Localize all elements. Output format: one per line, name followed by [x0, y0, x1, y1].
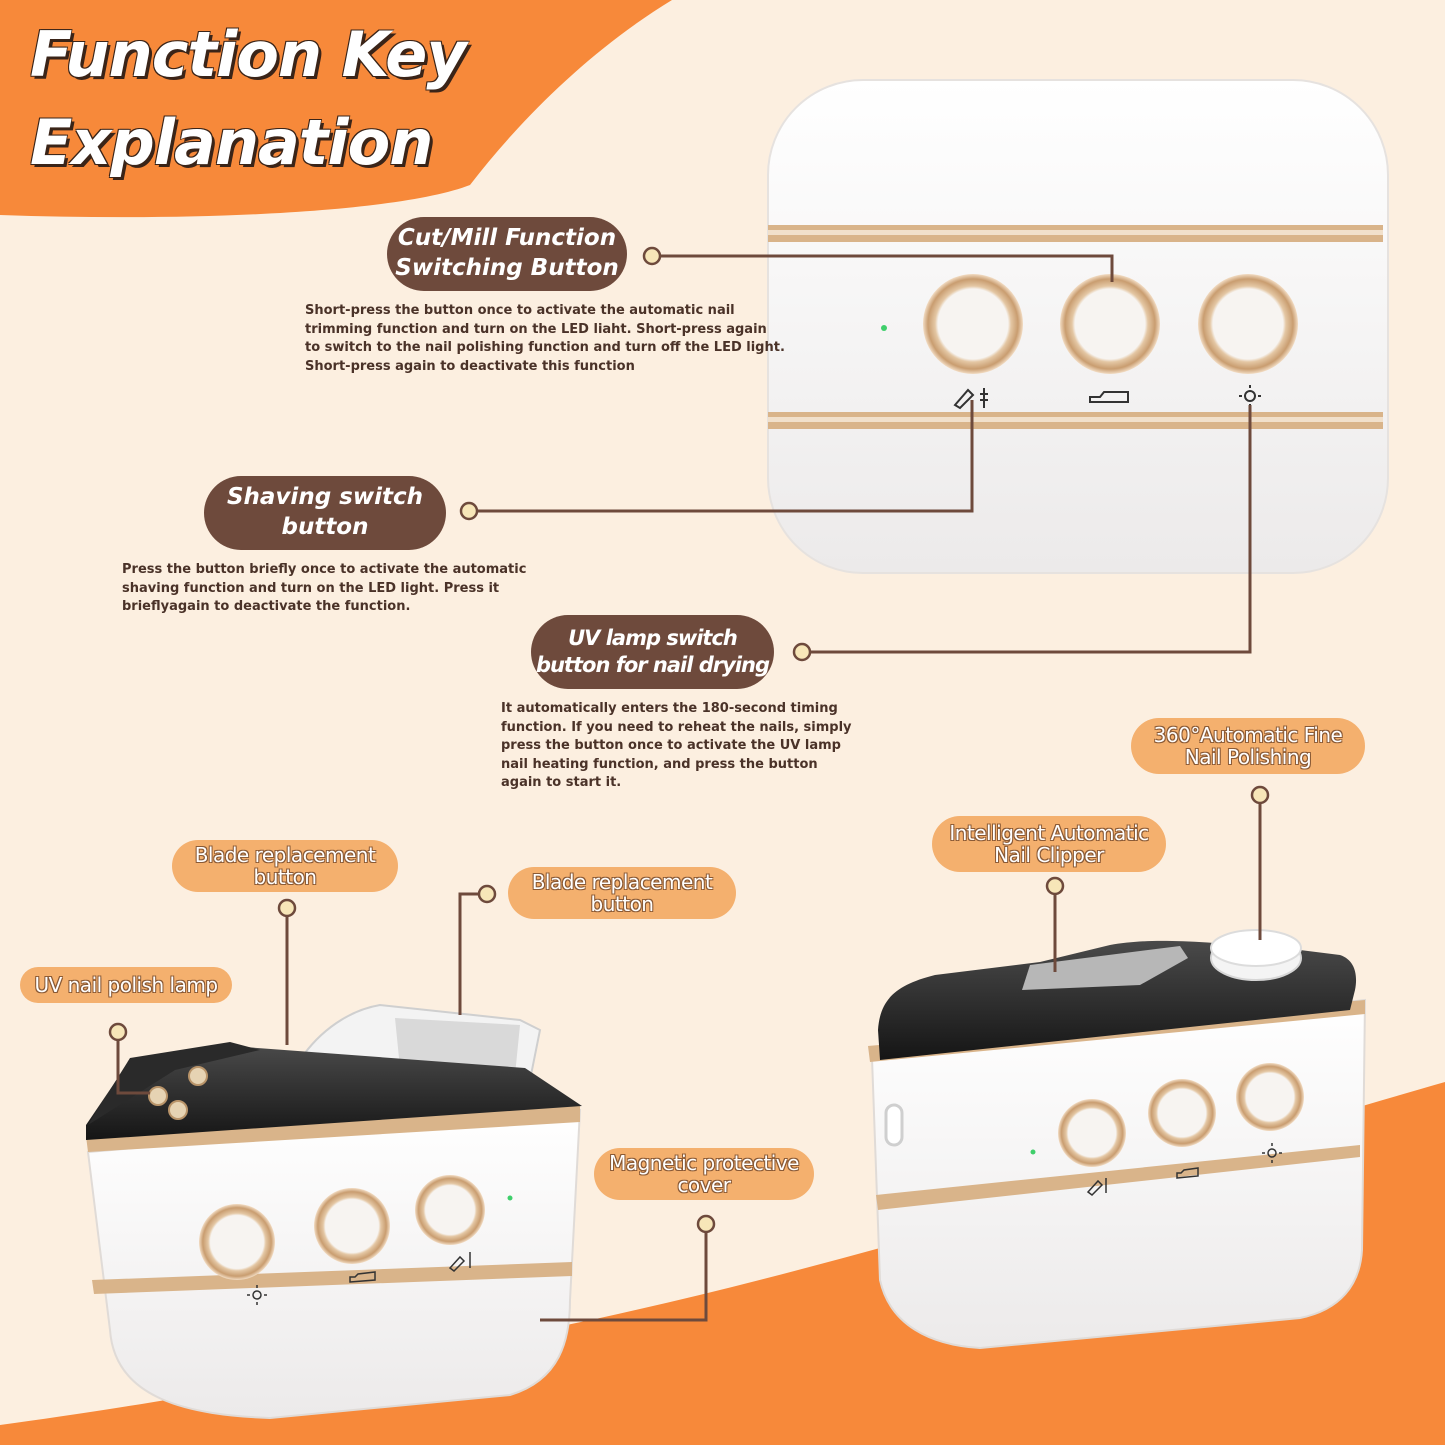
uv-switch-callout: UV lamp switch button for nail drying [531, 615, 774, 689]
shaving-callout: Shaving switch button [204, 476, 446, 550]
corner-banner [0, 0, 672, 218]
desc-line: Short-press again to deactivate this fun… [305, 358, 635, 374]
desc-line: again to start it. [501, 775, 622, 790]
shaving-description: Press the button briefly once to activat… [122, 561, 526, 617]
tag-line: Magnetic protective [609, 1151, 799, 1175]
cut-mill-line-2: Switching Button [395, 255, 619, 281]
cut-mill-description: Short-press the button once to activate … [305, 302, 785, 376]
tag-line: Nail Polishing [1184, 745, 1312, 769]
tag-line: 360°Automatic Fine [1153, 723, 1343, 747]
leader-lines-bottom [116, 803, 1262, 1322]
tag-line: cover [677, 1173, 731, 1197]
cut-mill-line-1: Cut/Mill Function [397, 225, 617, 252]
uv-switch-line-2: button for nail drying [535, 653, 770, 677]
uv-lamp-leds [148, 1066, 208, 1120]
desc-line: Short-press the button once to activate … [305, 303, 735, 318]
leader-dots [459, 246, 812, 662]
device-left-view [86, 1003, 582, 1420]
uv-switch-line-1: UV lamp switch [568, 625, 738, 650]
shaving-line-1: Shaving switch [226, 484, 423, 511]
desc-line: It automatically enters the 180-second t… [501, 701, 838, 716]
shaver-icon [953, 388, 988, 410]
leader-lines [469, 254, 1252, 654]
leader-dots-bottom [108, 785, 1270, 1234]
desc-line: shaving function and turn on the LED lig… [122, 580, 500, 596]
tag-line: Intelligent Automatic [949, 821, 1149, 845]
desc-line: trimming function and turn on the LED li… [305, 321, 767, 337]
tag-line: Blade replacement [531, 870, 713, 894]
desc-line: brieflyagain to deactivate the function. [122, 599, 411, 614]
device-front-view [767, 79, 1389, 574]
desc-line: function. If you need to reheat the nail… [501, 719, 852, 735]
desc-line: press the button once to activate the UV… [501, 738, 841, 753]
title-line-2: Explanation [30, 106, 433, 179]
tag-line: button [253, 865, 317, 889]
blade-icon [1089, 391, 1129, 403]
device-right-view [868, 929, 1367, 1350]
desc-line: to switch to the nail polishing function… [305, 340, 785, 355]
tag-line: Nail Clipper [994, 843, 1104, 867]
uv-switch-description: It automatically enters the 180-second t… [501, 700, 852, 793]
desc-line: nail heating function, and press the but… [501, 756, 818, 772]
uv-lamp-tag: UV nail polish lamp [20, 967, 232, 1003]
shaving-line-2: button [281, 514, 369, 540]
desc-line: Press the button briefly once to activat… [122, 562, 527, 577]
title-line-1: Function Key [30, 18, 467, 91]
tag-line: Blade replacement [194, 843, 376, 867]
tag-line: button [590, 892, 654, 916]
bottom-wave [0, 1082, 1445, 1445]
tag-line: UV nail polish lamp [34, 973, 218, 997]
